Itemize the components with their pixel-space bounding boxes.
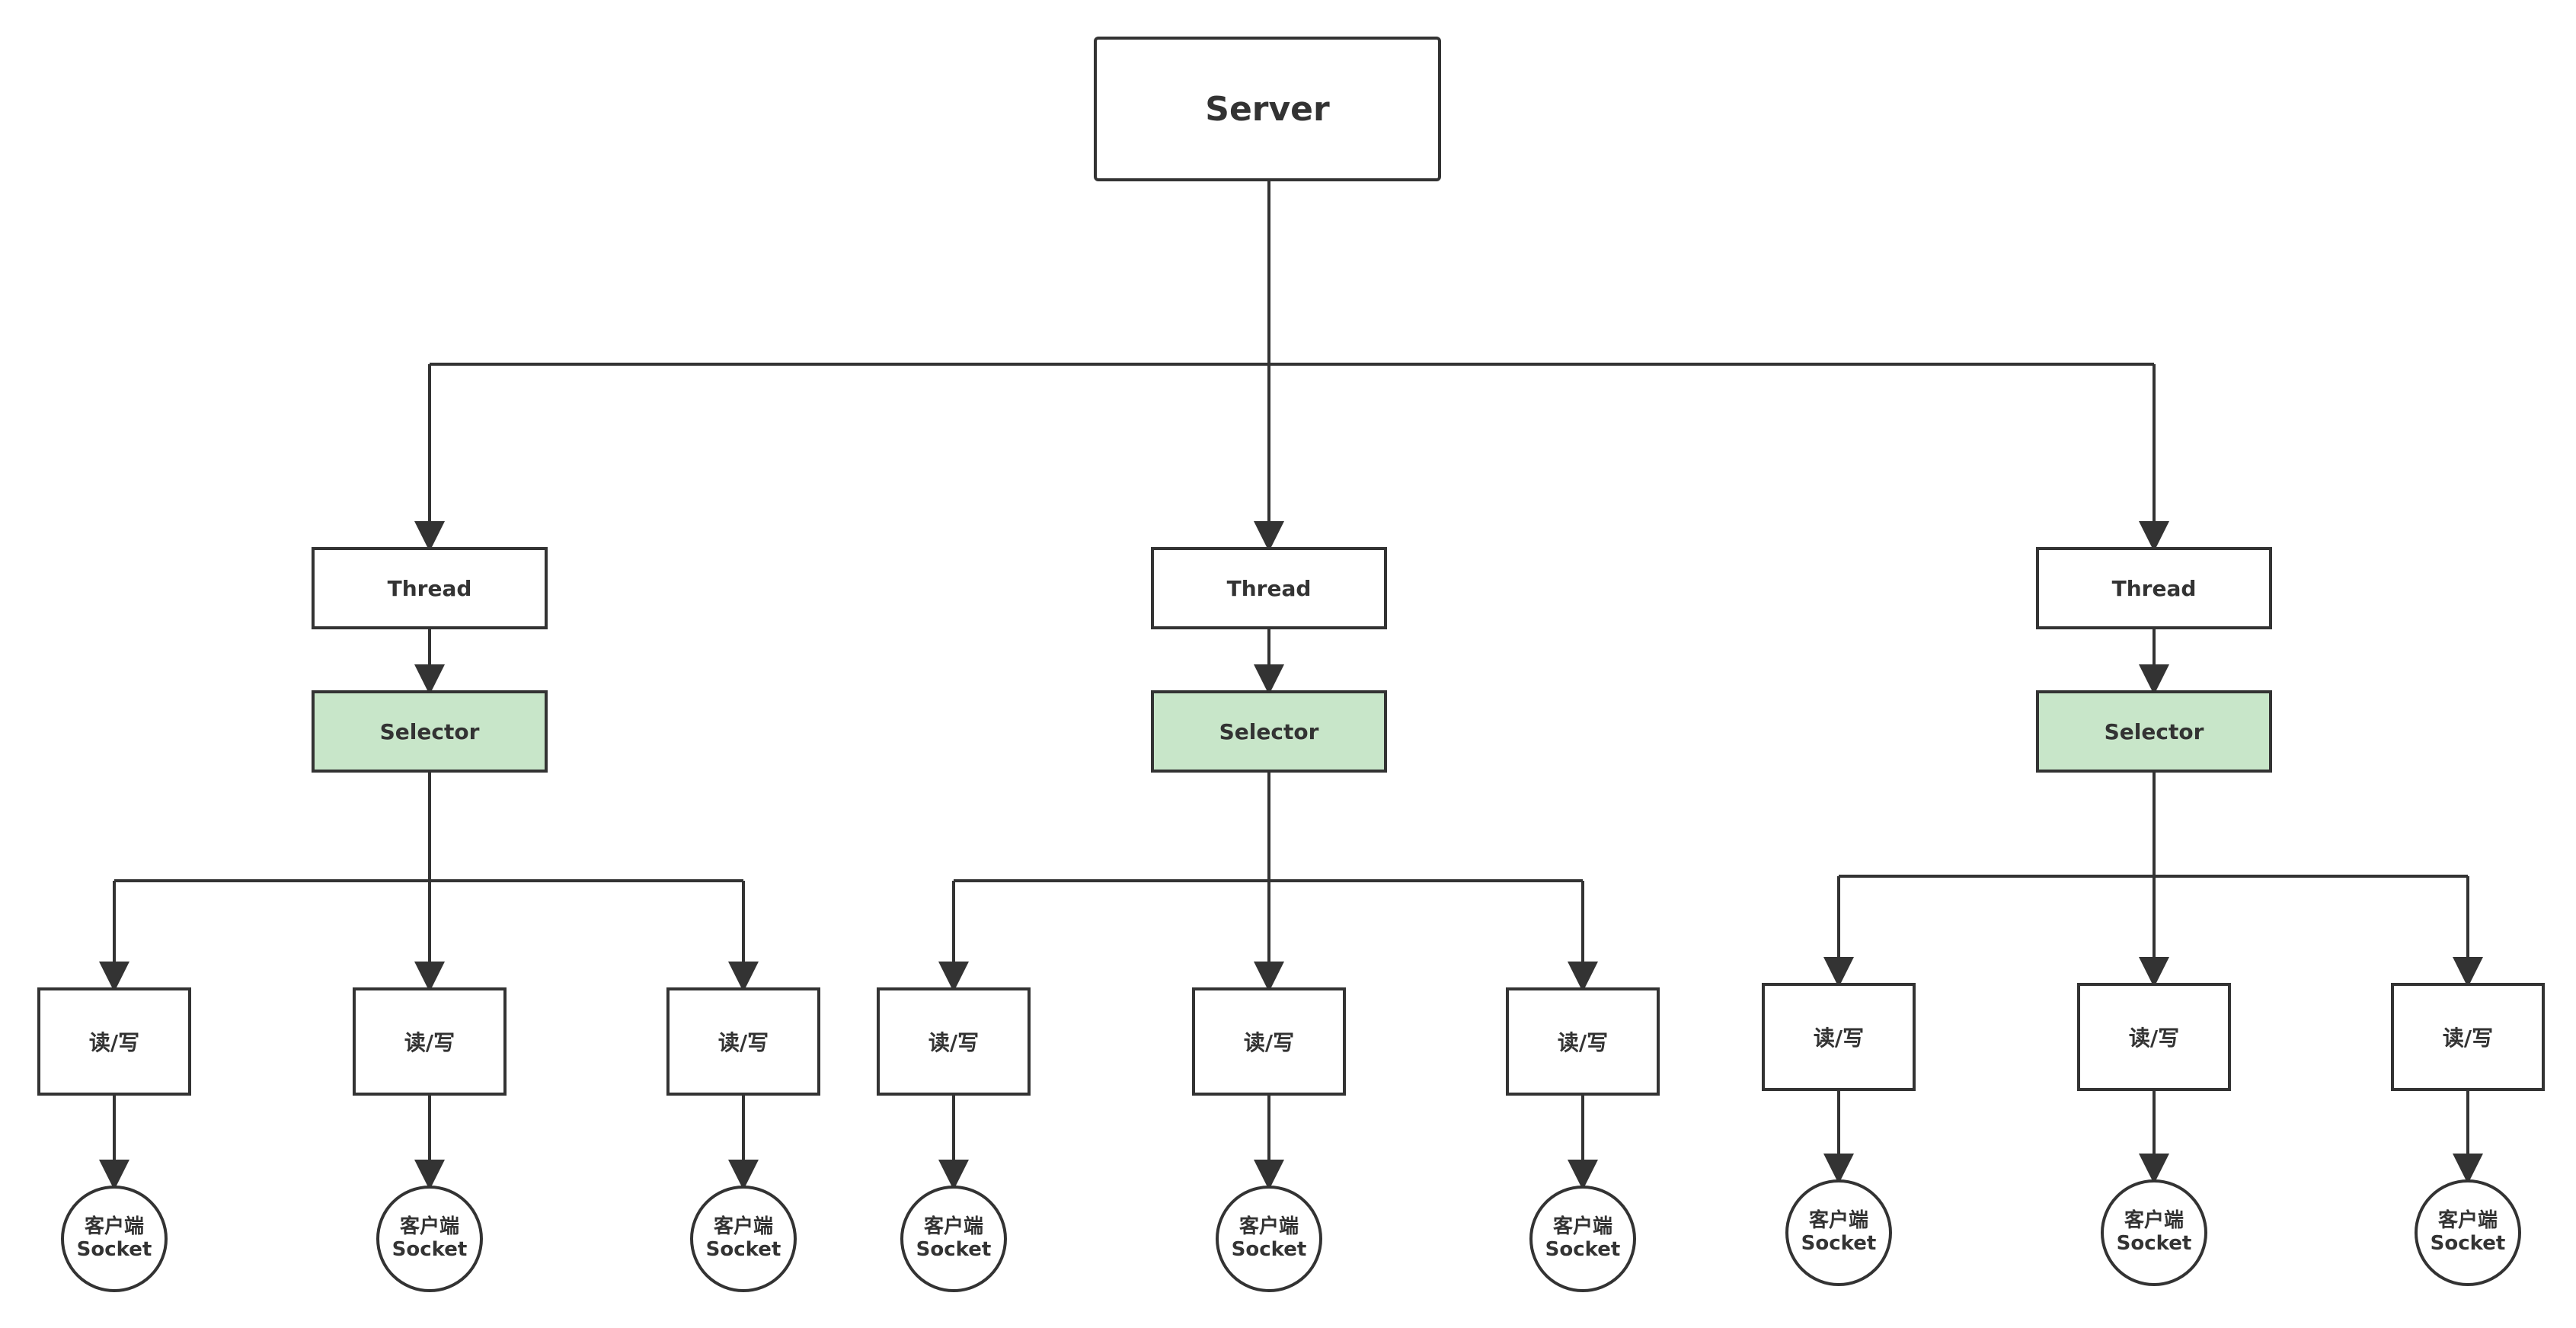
client-label: 客户端 <box>399 1215 459 1239</box>
selector-node-label: Selector <box>1219 718 1319 744</box>
server-node: Server <box>1094 37 1441 181</box>
selector-node-label: Selector <box>2104 718 2204 744</box>
selector-node-label: Selector <box>379 718 480 744</box>
thread-node-label: Thread <box>387 575 472 601</box>
selector-node: Selector <box>312 690 548 773</box>
read-write-node: 读/写 <box>37 987 191 1096</box>
socket-label: Socket <box>705 1238 781 1261</box>
socket-label: Socket <box>76 1238 152 1261</box>
read-write-node-label: 读/写 <box>2128 1026 2180 1051</box>
read-write-node: 读/写 <box>666 987 820 1096</box>
client-label: 客户端 <box>2124 1209 2184 1233</box>
client-label: 客户端 <box>2437 1209 2498 1233</box>
read-write-node-label: 读/写 <box>1813 1026 1865 1051</box>
read-write-node: 读/写 <box>1762 983 1916 1091</box>
read-write-node: 读/写 <box>1192 987 1346 1096</box>
client-label: 客户端 <box>1808 1209 1868 1233</box>
read-write-node-label: 读/写 <box>88 1030 140 1055</box>
server-label: Server <box>1205 89 1330 129</box>
client-label: 客户端 <box>713 1215 773 1239</box>
client-label: 客户端 <box>923 1215 983 1239</box>
thread-node: Thread <box>1151 547 1387 629</box>
client-label: 客户端 <box>84 1215 144 1239</box>
read-write-node-label: 读/写 <box>718 1030 769 1055</box>
socket-label: Socket <box>1231 1238 1307 1261</box>
selector-node: Selector <box>2036 690 2272 773</box>
socket-label: Socket <box>2430 1232 2506 1255</box>
thread-node: Thread <box>2036 547 2272 629</box>
read-write-node-label: 读/写 <box>1557 1030 1609 1055</box>
thread-node-label: Thread <box>2111 575 2197 601</box>
read-write-node-label: 读/写 <box>404 1030 455 1055</box>
client-label: 客户端 <box>1552 1215 1612 1239</box>
read-write-node: 读/写 <box>1506 987 1660 1096</box>
socket-label: Socket <box>392 1238 468 1261</box>
thread-node: Thread <box>312 547 548 629</box>
selector-node: Selector <box>1151 690 1387 773</box>
read-write-node-label: 读/写 <box>1243 1030 1295 1055</box>
thread-node-label: Thread <box>1226 575 1312 601</box>
read-write-node-label: 读/写 <box>928 1030 980 1055</box>
socket-label: Socket <box>916 1238 992 1261</box>
read-write-node-label: 读/写 <box>2442 1026 2494 1051</box>
read-write-node: 读/写 <box>353 987 507 1096</box>
read-write-node: 读/写 <box>2077 983 2231 1091</box>
client-label: 客户端 <box>1238 1215 1299 1239</box>
read-write-node: 读/写 <box>877 987 1031 1096</box>
socket-label: Socket <box>1545 1238 1621 1261</box>
socket-label: Socket <box>2116 1232 2192 1255</box>
read-write-node: 读/写 <box>2391 983 2545 1091</box>
socket-label: Socket <box>1801 1232 1877 1255</box>
